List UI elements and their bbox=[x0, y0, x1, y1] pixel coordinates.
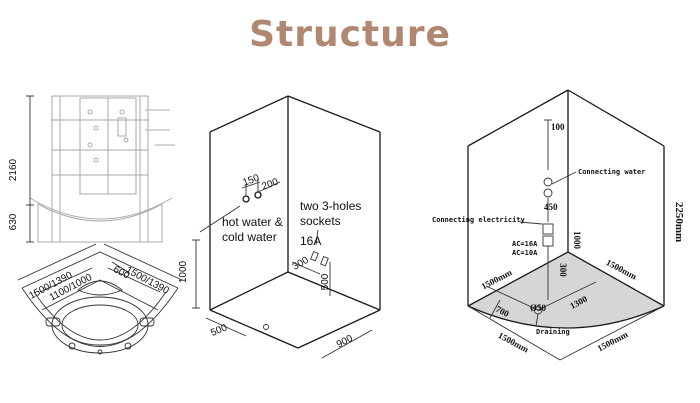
mid-dim-200-label: 200 bbox=[260, 176, 280, 192]
right-dim-2250-label: 2250mm bbox=[673, 202, 685, 242]
floor-area bbox=[468, 252, 664, 328]
mid-sockets-line2-label: sockets bbox=[300, 214, 341, 228]
middle-room-drawing bbox=[192, 95, 381, 359]
right-ac16-label: AC=16A bbox=[512, 240, 538, 248]
top-dim-outer-right-label: 1500/1390 bbox=[124, 265, 171, 297]
right-connecting-water-label: Connecting water bbox=[578, 168, 645, 176]
right-room-drawing bbox=[467, 89, 665, 361]
page-title: Structure bbox=[249, 14, 451, 55]
top-view-drawing bbox=[17, 243, 183, 355]
mid-water-line2-label: cold water bbox=[222, 230, 277, 244]
right-dim-300-label: 300 bbox=[558, 263, 568, 277]
right-dim-1500-left-bottom-label: 1500mm bbox=[496, 330, 530, 355]
mid-sockets-line1-label: two 3-holes bbox=[300, 199, 361, 213]
right-dim-1000-label: 1000 bbox=[572, 231, 582, 250]
mid-dim-1000-label: 1000 bbox=[178, 260, 189, 283]
mid-dim-500-bottom-label: 500 bbox=[209, 322, 229, 339]
right-connecting-electricity-label: Connecting electricity bbox=[432, 216, 526, 224]
right-dim-50-label: Ø50 bbox=[530, 303, 547, 313]
mid-dim-500-right-label: 500 bbox=[320, 273, 331, 290]
side-height-base-label: 630 bbox=[8, 213, 19, 230]
right-dim-450-label: 450 bbox=[544, 202, 558, 212]
mid-water-line1-label: hot water & bbox=[222, 215, 283, 229]
right-draining-label: Draining bbox=[536, 328, 570, 336]
mid-16a-label: 16A bbox=[300, 234, 321, 248]
right-dim-100-label: 100 bbox=[551, 122, 565, 132]
right-ac10-label: AC=10A bbox=[512, 249, 538, 257]
mid-dim-300-label: 300 bbox=[291, 255, 311, 273]
side-height-total-label: 2160 bbox=[8, 158, 19, 181]
side-view-drawing bbox=[26, 95, 175, 243]
mid-dim-900-label: 900 bbox=[335, 333, 355, 351]
